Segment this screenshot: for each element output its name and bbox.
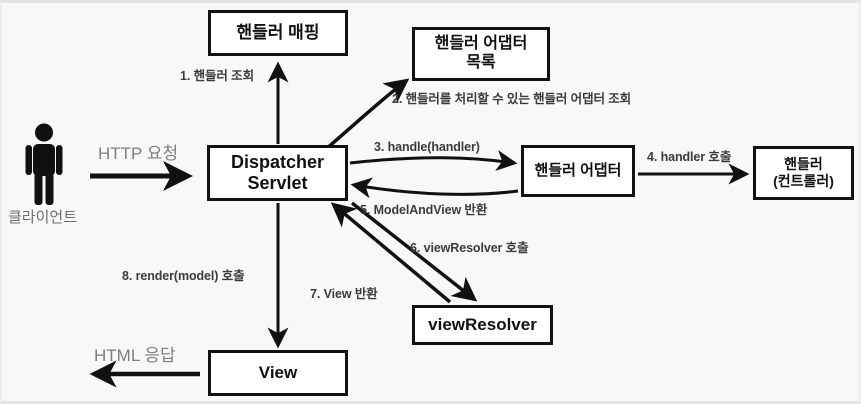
edge-step-3 xyxy=(349,150,518,171)
edge-step-7 xyxy=(330,202,452,304)
edge-label-step-6: 6. viewResolver 호출 xyxy=(410,241,529,255)
node-handler-adapter[interactable]: 핸들러 어댑터 xyxy=(521,145,635,197)
edge-step-2 xyxy=(324,78,410,151)
node-handler-controller[interactable]: 핸들러 (컨트롤러) xyxy=(753,146,854,200)
node-handler-mapping[interactable]: 핸들러 매핑 xyxy=(208,10,348,56)
edge-label-step-1: 1. 핸들러 조회 xyxy=(180,69,254,83)
http-request-label: HTTP 요청 xyxy=(98,144,179,163)
node-dispatcher-servlet[interactable]: Dispatcher Servlet xyxy=(207,145,348,201)
edge-label-step-2: 2. 핸들러를 처리할 수 있는 핸들러 어댑터 조회 xyxy=(392,92,632,106)
person-icon xyxy=(25,123,63,205)
edge-label-step-5: 5. ModelAndView 반환 xyxy=(360,203,488,217)
edge-label-step-4: 4. handler 호출 xyxy=(647,150,732,164)
edge-step-5 xyxy=(350,177,519,199)
edge-label-step-8: 8. render(model) 호출 xyxy=(122,269,245,283)
edge-label-step-7: 7. View 반환 xyxy=(310,287,378,301)
html-response-label: HTML 응답 xyxy=(94,346,176,365)
diagram-edges-layer xyxy=(89,61,750,388)
node-view-resolver[interactable]: viewResolver xyxy=(412,305,553,345)
client-label: 클라이언트 xyxy=(8,209,78,226)
node-view[interactable]: View xyxy=(208,350,348,396)
edge-label-step-3: 3. handle(handler) xyxy=(374,140,480,154)
node-handler-adapter-list[interactable]: 핸들러 어댑터 목록 xyxy=(412,27,550,81)
edge-step-6 xyxy=(350,201,478,302)
